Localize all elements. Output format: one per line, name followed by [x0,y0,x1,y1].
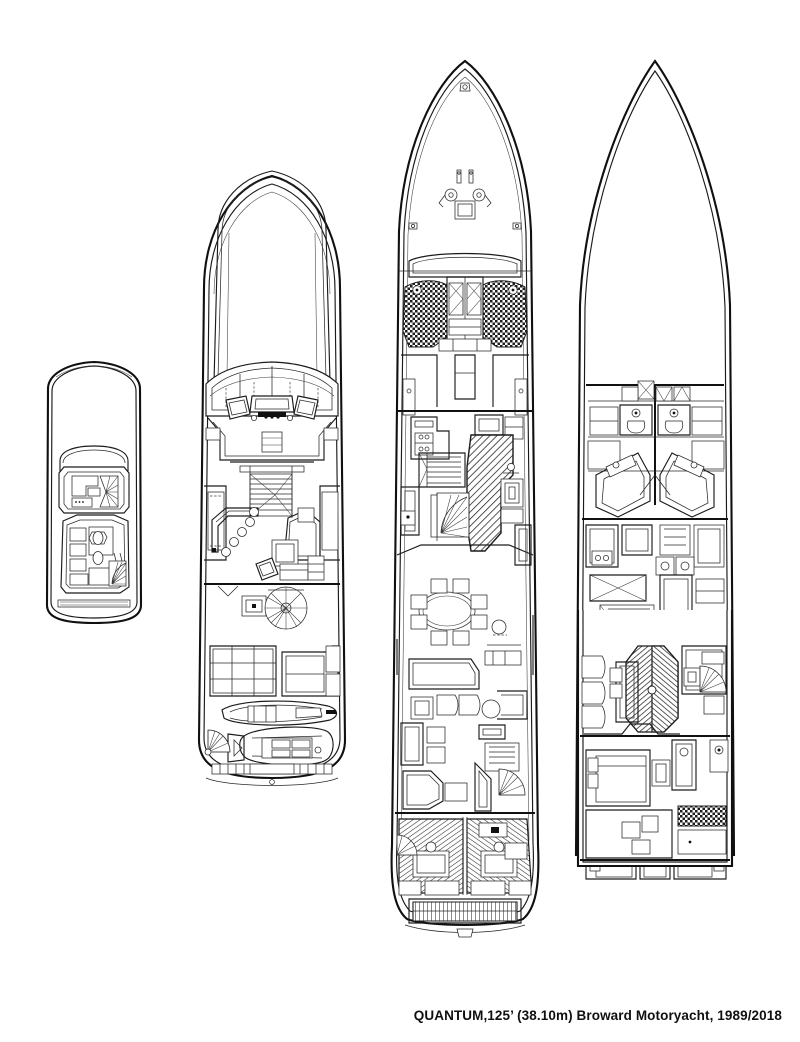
main-bow-fittings [408,82,522,230]
main-side-cabinetry [400,486,532,566]
bridge-helm-seats [225,395,319,420]
main-foredeck-sunpads [402,280,528,348]
bridge-spiral-stair [264,586,308,630]
main-spiral-stair [430,492,470,541]
main-forward-coaming [399,252,531,278]
bridge-stairway [230,461,314,518]
main-windlass-starboard [472,188,492,208]
deck-plan-bridge [197,170,347,786]
bridge-sun-pads [209,645,277,697]
sundeck-lounge-module [58,466,130,514]
sundeck-arch [59,445,129,472]
deck-plan-lower-aft [576,610,734,868]
main-dining-chairs [410,578,488,646]
sundeck-aft-rail [57,599,131,608]
bridge-aft-steps [205,763,339,786]
bridge-hardtop [213,170,331,383]
bridge-mid-bulkhead [204,583,340,617]
main-dining-salon [396,544,534,690]
deck-plan-sundeck [45,360,143,625]
main-forward-seating [438,276,492,352]
main-aft-deck [395,812,535,896]
master-bed [609,661,639,723]
master-rug [625,645,679,733]
main-stairway-up [418,452,466,488]
main-swim-platform [404,898,526,938]
sundeck-aft-seating [60,514,130,594]
main-galley [466,434,524,552]
bridge-bar-area [211,507,259,557]
bridge-skylounge-settee [255,507,325,581]
master-head [681,645,727,715]
main-windlass-port [438,188,458,208]
bridge-aft-lounge [281,645,341,697]
lower-crew-forward [586,380,725,518]
master-seating [581,655,680,735]
bridge-aft-spiral-stair [204,729,231,756]
bridge-pilothouse-interior [205,417,339,461]
lower-aft-cabin [580,739,730,861]
deck-plan-main [390,59,540,938]
lower-crew-mess [582,518,728,576]
main-galley-zone [397,410,533,460]
bridge-tender [221,700,338,766]
bridge-helm-console [249,395,295,421]
main-salon-seating [400,690,528,812]
drawing-caption: QUANTUM,125’ (38.10m) Broward Motoryacht… [413,1008,782,1023]
main-superstructure-front [401,354,529,416]
